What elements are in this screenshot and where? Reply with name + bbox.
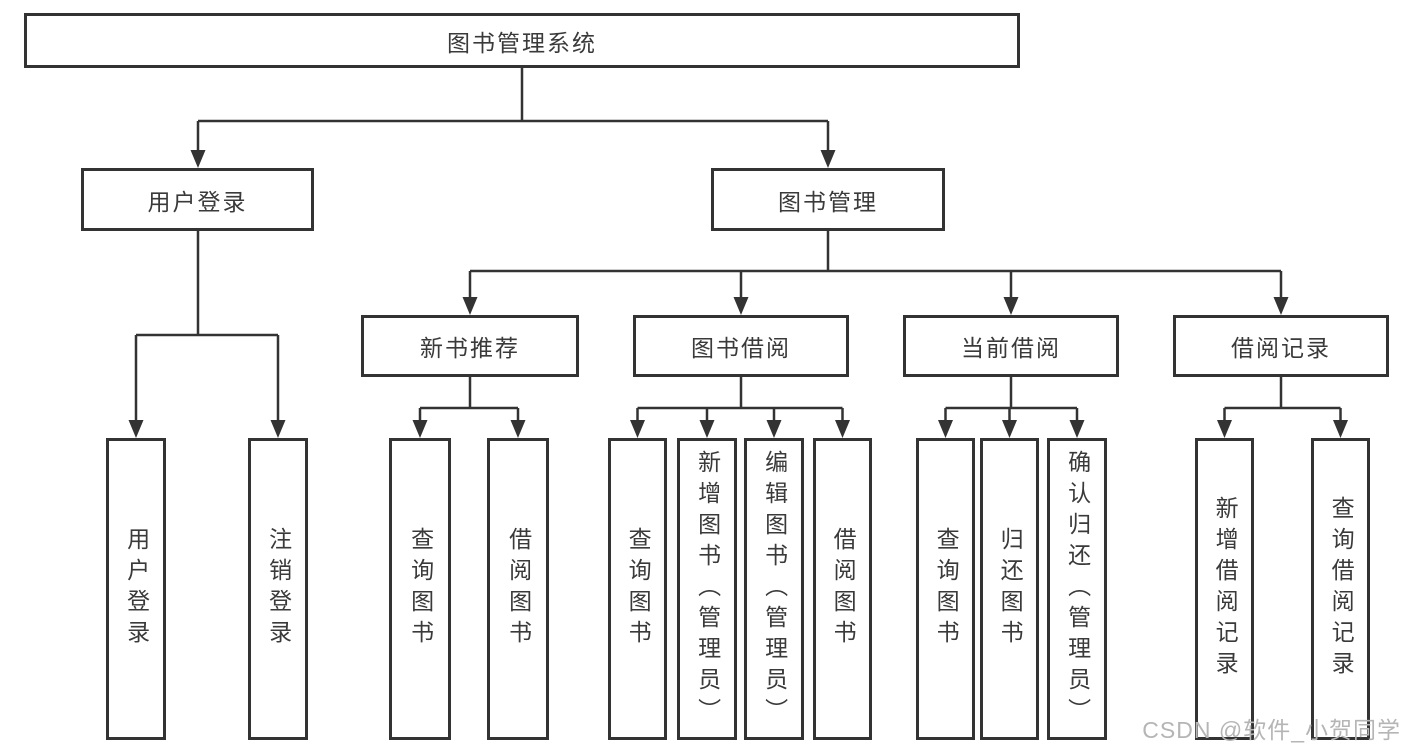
node-label: 图书管理系统 bbox=[447, 29, 597, 56]
node-user-login-leaf: 用户登录 bbox=[106, 438, 166, 740]
connector-root bbox=[196, 68, 830, 152]
node-query-borrow-record: 查询借阅记录 bbox=[1311, 438, 1370, 740]
node-label: 借阅记录 bbox=[1231, 335, 1331, 361]
node-user-login: 用户登录 bbox=[81, 168, 314, 231]
arrowhead-icon bbox=[699, 420, 715, 438]
arrowhead-icon bbox=[733, 297, 749, 315]
node-logout: 注销登录 bbox=[248, 438, 308, 740]
node-book-borrowing: 图书借阅 bbox=[633, 315, 849, 377]
arrowhead-icon bbox=[128, 420, 144, 438]
node-query-books-recommend: 查询图书 bbox=[389, 438, 451, 740]
node-label: 图书管理 bbox=[778, 188, 878, 215]
arrowhead-icon bbox=[462, 297, 478, 315]
node-return-books: 归还图书 bbox=[980, 438, 1039, 740]
node-label: 当前借阅 bbox=[961, 335, 1061, 361]
node-add-book-admin: 新增图书（管理员） bbox=[677, 438, 737, 740]
node-edit-book-admin: 编辑图书（管理员） bbox=[744, 438, 804, 740]
node-label: 借阅图书 bbox=[830, 527, 857, 651]
node-query-books-borrowing: 查询图书 bbox=[608, 438, 667, 740]
arrowhead-icon bbox=[190, 150, 206, 168]
node-confirm-return-admin: 确认归还（管理员） bbox=[1047, 438, 1107, 740]
node-label: 编辑图书（管理员） bbox=[761, 449, 788, 729]
node-borrowing-records: 借阅记录 bbox=[1173, 315, 1389, 377]
connector-user-login bbox=[134, 231, 280, 422]
node-new-book-recommendation: 新书推荐 bbox=[361, 315, 579, 377]
arrowhead-icon bbox=[766, 420, 782, 438]
node-borrow-books-recommend: 借阅图书 bbox=[487, 438, 549, 740]
connector-current-borrowing bbox=[944, 377, 1079, 422]
node-library-management-system: 图书管理系统 bbox=[24, 13, 1020, 68]
connector-borrowing-records bbox=[1223, 377, 1342, 422]
arrowheads bbox=[128, 150, 1348, 438]
node-label: 查询图书 bbox=[407, 527, 434, 651]
watermark: CSDN @软件_小贺同学 bbox=[1142, 717, 1401, 743]
node-label: 查询图书 bbox=[933, 527, 960, 651]
node-label: 确认归还（管理员） bbox=[1064, 449, 1091, 729]
arrowhead-icon bbox=[1217, 420, 1232, 438]
arrowhead-icon bbox=[938, 420, 953, 438]
node-query-books-current: 查询图书 bbox=[916, 438, 975, 740]
arrowhead-icon bbox=[1333, 420, 1348, 438]
node-label: 归还图书 bbox=[997, 527, 1024, 651]
node-label: 新书推荐 bbox=[420, 335, 520, 361]
arrowhead-icon bbox=[1069, 420, 1085, 438]
node-current-borrowing: 当前借阅 bbox=[903, 315, 1119, 377]
arrowhead-icon bbox=[510, 420, 526, 438]
arrowhead-icon bbox=[1002, 420, 1017, 438]
node-label: 查询图书 bbox=[625, 527, 652, 651]
node-label: 用户登录 bbox=[147, 188, 248, 215]
arrowhead-icon bbox=[820, 150, 836, 168]
arrowhead-icon bbox=[1003, 297, 1019, 315]
node-label: 新增图书（管理员） bbox=[694, 449, 721, 729]
connector-book-management bbox=[468, 231, 1283, 299]
node-add-borrow-record: 新增借阅记录 bbox=[1195, 438, 1254, 740]
arrowhead-icon bbox=[1273, 297, 1289, 315]
node-label: 新增借阅记录 bbox=[1212, 496, 1239, 682]
node-label: 查询借阅记录 bbox=[1328, 496, 1355, 682]
node-label: 用户登录 bbox=[123, 527, 150, 651]
arrowhead-icon bbox=[412, 420, 428, 438]
connector-book-borrowing bbox=[636, 377, 844, 422]
node-book-management: 图书管理 bbox=[711, 168, 945, 231]
node-borrow-books-leaf: 借阅图书 bbox=[813, 438, 872, 740]
arrowhead-icon bbox=[630, 420, 645, 438]
node-label: 借阅图书 bbox=[505, 527, 532, 651]
node-label: 注销登录 bbox=[265, 527, 292, 651]
connector-new-book-recommendation bbox=[418, 377, 520, 422]
arrowhead-icon bbox=[835, 420, 850, 438]
node-label: 图书借阅 bbox=[691, 335, 791, 361]
arrowhead-icon bbox=[270, 420, 286, 438]
